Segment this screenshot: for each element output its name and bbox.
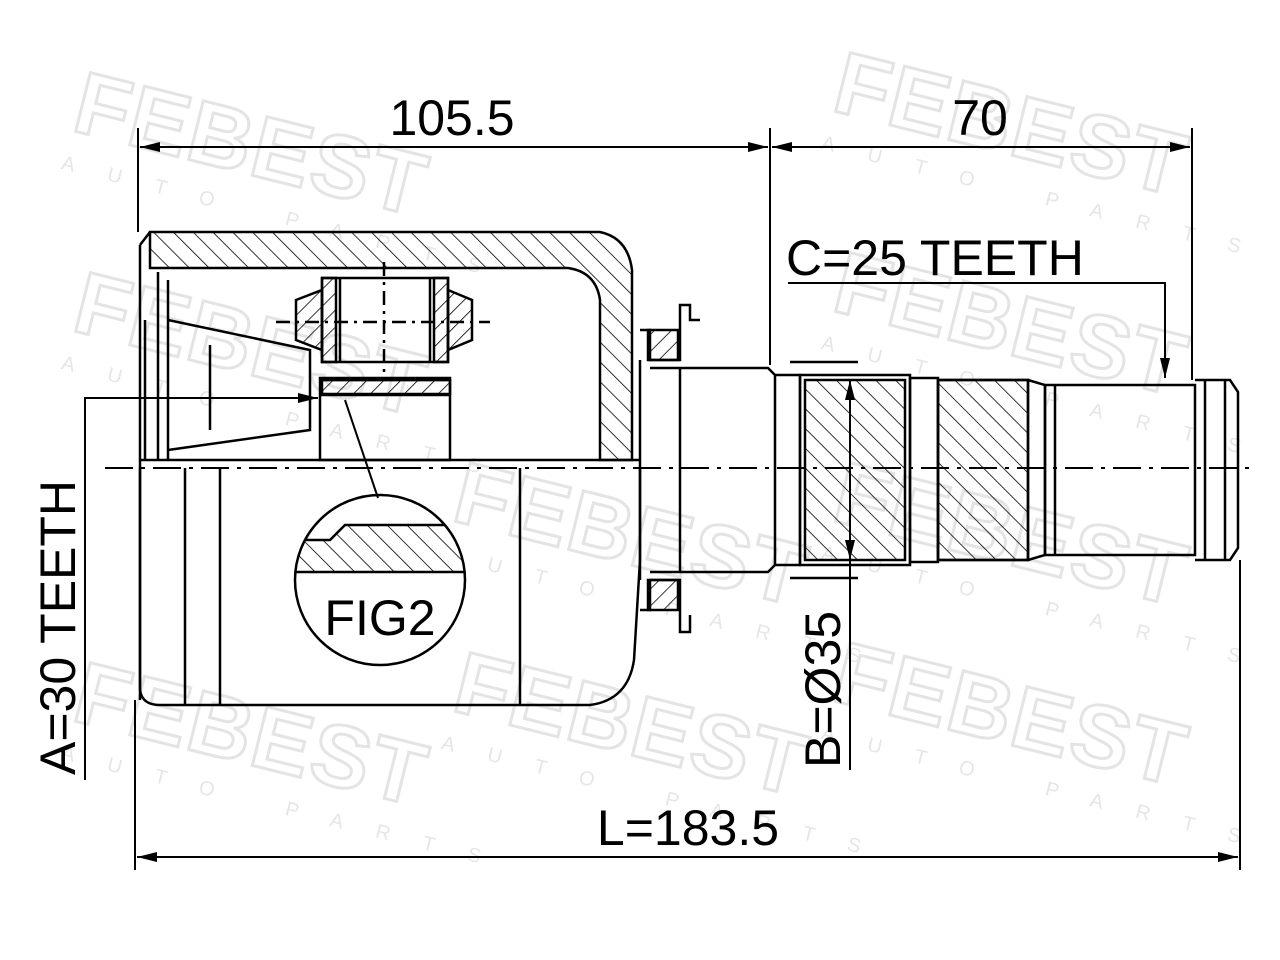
dim-spline-c: C=25 TEETH bbox=[786, 230, 1084, 286]
joint-housing bbox=[138, 230, 700, 707]
dimension-lines bbox=[84, 128, 1241, 870]
fig2-label: FIG2 bbox=[324, 590, 435, 646]
dim-shaft-length: 70 bbox=[952, 90, 1008, 146]
spline-shaft bbox=[650, 360, 1240, 580]
watermark-layer: FEBEST AUTO PARTS FEBEST AUTO PARTS FEBE… bbox=[59, 31, 1276, 876]
dim-spline-a: A=30 TEETH bbox=[30, 480, 86, 775]
dim-total-length: L=183.5 bbox=[597, 800, 779, 856]
dim-diameter-b: B=Ø35 bbox=[795, 611, 851, 768]
fig2-detail: FIG2 bbox=[293, 399, 467, 667]
dim-outer-joint-length: 105.5 bbox=[389, 90, 514, 146]
